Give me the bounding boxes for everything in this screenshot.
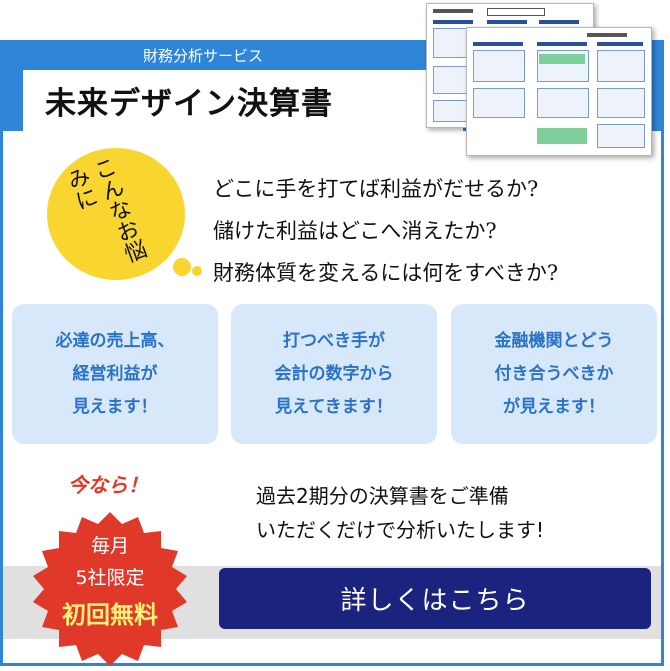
card-line: 会計の数字から: [274, 363, 394, 384]
now-label: 今なら！: [68, 473, 148, 497]
card-line: が見えます！: [503, 396, 605, 417]
report-thumbnail-front: [466, 27, 652, 156]
bubble-dot-large: [173, 258, 191, 276]
benefit-card-banks: 金融機関とどう 付き合うべきか が見えます！: [451, 304, 657, 444]
free-offer-badge-icon: [33, 512, 187, 666]
details-button[interactable]: 詳しくはこちら: [219, 568, 651, 629]
card-line: 経営利益が: [72, 363, 158, 384]
concern-2: 儲けた利益はどこへ消えたか?: [213, 219, 497, 243]
title-box: [23, 70, 463, 132]
benefit-card-sales: 必達の売上高、 経営利益が 見えます！: [12, 304, 218, 444]
service-subtitle: 財務分析サービス: [143, 47, 264, 65]
concern-1: どこに手を打てば利益がだせるか?: [213, 177, 539, 201]
badge-line-free: 初回無料: [62, 601, 158, 629]
card-line: 見えます！: [72, 396, 158, 417]
card-line: 見えてきます！: [275, 396, 393, 417]
benefit-card-actions: 打つべき手が 会計の数字から 見えてきます！: [231, 304, 437, 444]
concern-3: 財務体質を変えるには何をすべきか?: [213, 261, 559, 285]
card-line: 必達の売上高、: [55, 330, 175, 351]
bubble-dot-small: [192, 266, 202, 276]
concern-bubble: [47, 148, 185, 280]
badge-line-limited: 5社限定: [75, 567, 145, 589]
preparation-line-1: 過去2期分の決算書をご準備: [256, 484, 509, 508]
badge-line-monthly: 毎月: [90, 535, 129, 557]
preparation-line-2: いただくだけで分析いたします!: [256, 518, 545, 542]
card-line: 金融機関とどう: [494, 330, 614, 351]
page-title: 未来デザイン決算書: [45, 86, 333, 122]
card-line: 打つべき手が: [283, 330, 385, 351]
card-line: 付き合うべきか: [494, 363, 614, 384]
